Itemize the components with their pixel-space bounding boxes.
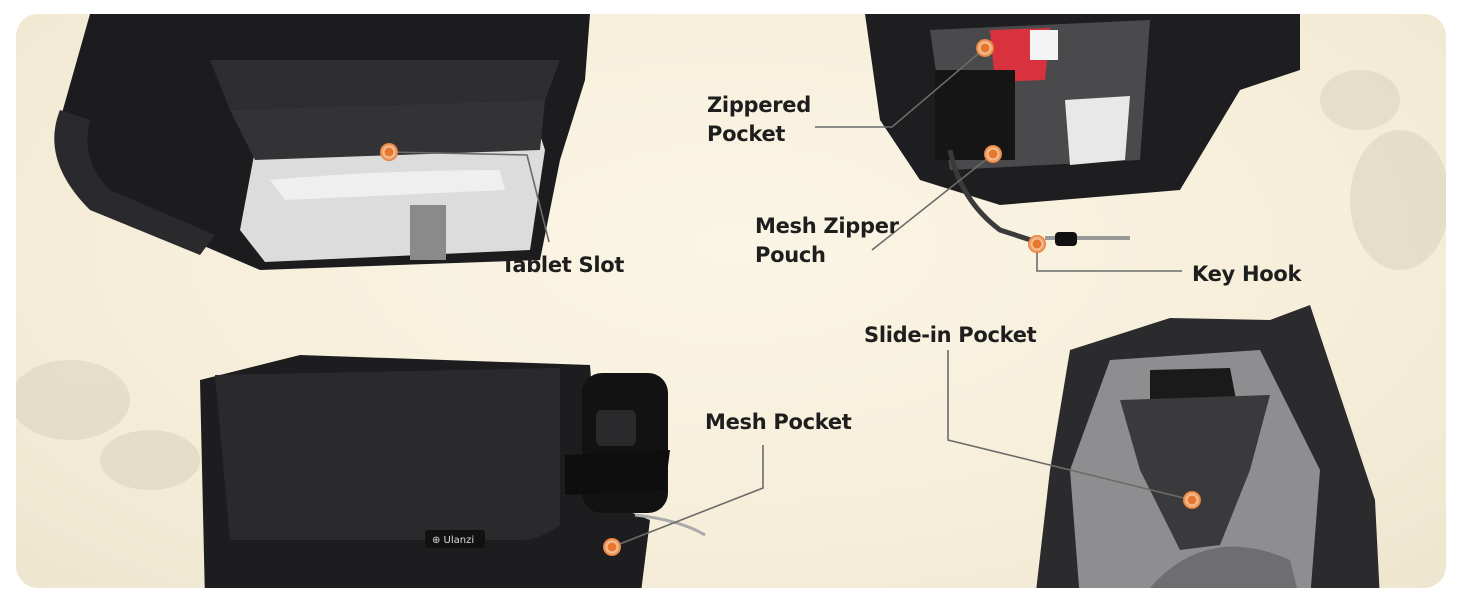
leader-line-slide-in-pocket: [947, 350, 1193, 501]
leader-line-tablet-slot: [388, 151, 550, 243]
label-mesh-pocket: Mesh Pocket: [705, 410, 852, 434]
label-mesh-zipper-pouch: Mesh Zipper Pouch: [755, 212, 899, 270]
marker-zippered-pocket: [976, 39, 994, 57]
label-line: Zippered: [707, 93, 811, 117]
feature-markers: [380, 39, 1201, 556]
label-slide-in-pocket: Slide-in Pocket: [864, 323, 1037, 347]
leader-line-mesh-pocket: [611, 445, 764, 548]
label-line: Pouch: [755, 243, 826, 267]
label-tablet-slot: Tablet Slot: [501, 253, 625, 277]
bag-photo-mesh-pocket: ⊕ Ulanzi: [200, 355, 706, 588]
brand-logo: ⊕ Ulanzi: [432, 535, 474, 546]
marker-mesh-pocket: [603, 538, 621, 556]
leader-line-zippered-pocket: [815, 47, 986, 128]
marker-key-hook: [1028, 235, 1046, 253]
leader-line-key-hook: [1036, 244, 1182, 272]
label-line: Pocket: [707, 122, 786, 146]
leaf-shadow: [16, 70, 1446, 490]
bag-photo-open-organizer: [865, 14, 1300, 246]
label-key-hook: Key Hook: [1192, 262, 1302, 286]
label-line: Mesh Zipper: [755, 214, 899, 238]
leader-line-mesh-zipper-pouch: [871, 153, 994, 251]
marker-slide-in-pocket: [1183, 491, 1201, 509]
label-zippered-pocket: Zippered Pocket: [707, 91, 811, 149]
bag-photo-tablet-slot: [54, 14, 590, 270]
marker-tablet-slot: [380, 143, 398, 161]
marker-mesh-zipper-pouch: [984, 145, 1002, 163]
bag-photo-slide-in-pocket: [1035, 305, 1380, 588]
